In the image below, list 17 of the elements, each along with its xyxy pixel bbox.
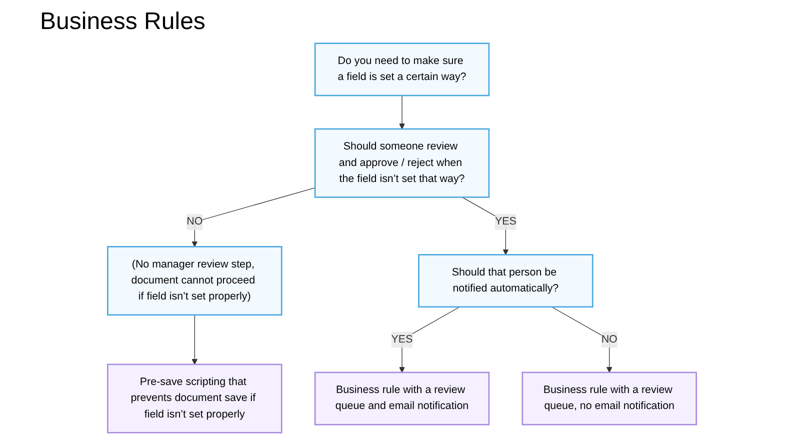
arrow xyxy=(399,95,405,130)
node-box: Should someone review and approve / reject when the field isn’t set that way? xyxy=(314,128,490,198)
arrow xyxy=(192,187,316,247)
edge-label: NO xyxy=(186,216,203,228)
diagram-title: Business Rules xyxy=(40,8,206,37)
edge-label: YES xyxy=(391,334,413,346)
node-box: Business rule with a review queue, no email notification xyxy=(522,372,697,426)
node-box: (No manager review step, document cannot proceed if field isn’t set properly) xyxy=(107,246,282,316)
arrow xyxy=(399,306,460,373)
node-box: Should that person be notified automatically? xyxy=(418,254,594,308)
edge-label: YES xyxy=(494,216,516,228)
edge-label: NO xyxy=(601,334,618,346)
node-box: Do you need to make sure a field is set a certain way? xyxy=(314,42,490,96)
arrow xyxy=(192,314,198,365)
arrow xyxy=(551,306,612,373)
node-box: Pre-save scripting that prevents document save if field isn’t set properly xyxy=(107,364,282,434)
node-box: Business rule with a review queue and email notification xyxy=(314,372,490,426)
